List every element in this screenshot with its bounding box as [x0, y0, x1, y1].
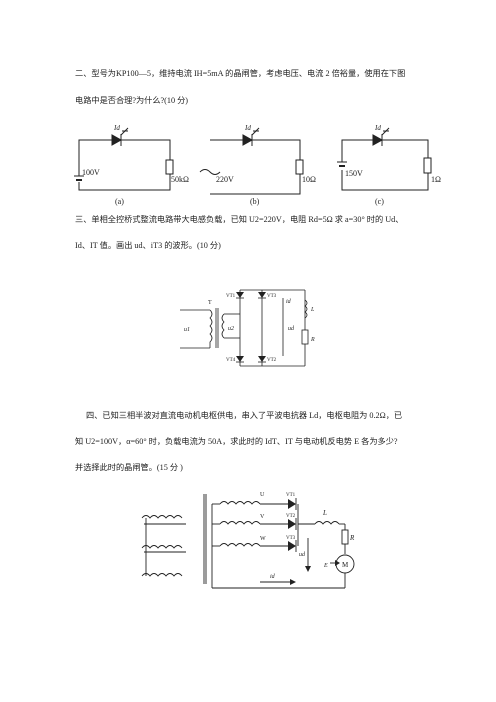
circuit-b-resistor: 10Ω — [302, 175, 316, 184]
bridge-u1: u1 — [184, 327, 190, 333]
circuit-a-caption: (a) — [115, 197, 124, 206]
circuit-c-current: Id — [374, 124, 381, 132]
q4-line1: 四、已知三相半波对直流电动机电枢供电，串入了平波电抗器 Ld，电枢电阻为 0.2… — [86, 411, 403, 420]
q4-line3: 并选择此时的晶闸管。(15 分 ) — [75, 463, 183, 472]
bridge-R: R — [310, 337, 315, 343]
threephase-L: L — [322, 509, 327, 517]
bridge-vt4: VT4 — [226, 358, 236, 363]
threephase-vt1: VT1 — [286, 493, 296, 498]
bridge-ud: ud — [288, 326, 295, 332]
circuit-b-current: Id — [244, 124, 251, 132]
circuit-b-caption: (b) — [250, 197, 260, 206]
q3-line2: Id、IT 值。画出 ud、iT3 的波形。(10 分) — [75, 241, 221, 250]
bridge-vt3: VT3 — [267, 294, 277, 299]
threephase-ud: ud — [299, 552, 306, 558]
circuit-c: Id 150V 1Ω (c) — [337, 124, 441, 206]
q2-line2: 电路中是否合理?为什么?(10 分) — [75, 96, 189, 105]
bridge-L: L — [310, 307, 315, 313]
bridge-circuit: T u1 u2 id ud L R VT1 VT3 VT4 VT2 — [180, 289, 315, 367]
threephase-R: R — [349, 534, 355, 542]
circuit-c-voltage: 150V — [345, 169, 363, 178]
q2-line1: 二、型号为KP100—5，维持电流 IH=5mA 的晶闸管，考虑电压、电流 2 … — [75, 69, 406, 78]
circuit-c-resistor: 1Ω — [431, 175, 441, 184]
threephase-vt2: VT2 — [286, 514, 296, 519]
circuit-a: Id 100V 50kΩ (a) — [74, 124, 189, 206]
q3-line1: 三、单相全控桥式整流电路带大电感负载，已知 U2=220V，电阻 Rd=5Ω 求… — [75, 215, 404, 224]
threephase-M: M — [342, 561, 349, 569]
circuit-a-current: Id — [113, 124, 120, 132]
circuit-b-voltage: 220V — [216, 175, 234, 184]
circuit-b: Id 220V 10Ω (b) — [199, 124, 316, 206]
bridge-u2: u2 — [228, 326, 234, 332]
bridge-vt2: VT2 — [267, 358, 277, 363]
bridge-vt1: VT1 — [226, 294, 236, 299]
threephase-vt3: VT3 — [286, 536, 296, 541]
threephase-circuit: U V W VT1 VT2 VT3 L R E M ud id — [141, 492, 355, 589]
circuit-c-caption: (c) — [375, 197, 384, 206]
bridge-transformer: T — [208, 300, 212, 306]
circuit-a-voltage: 100V — [82, 168, 100, 177]
threephase-W: W — [260, 536, 266, 542]
circuit-a-resistor: 50kΩ — [171, 175, 189, 184]
threephase-E: E — [323, 563, 328, 569]
bridge-id: id — [286, 299, 292, 305]
threephase-V: V — [260, 514, 265, 520]
threephase-U: U — [260, 492, 265, 498]
threephase-id: id — [270, 574, 276, 580]
q4-line2: 知 U2=100V，α=60° 时，负载电流为 50A，求此时的 IdT、IT … — [75, 437, 398, 446]
